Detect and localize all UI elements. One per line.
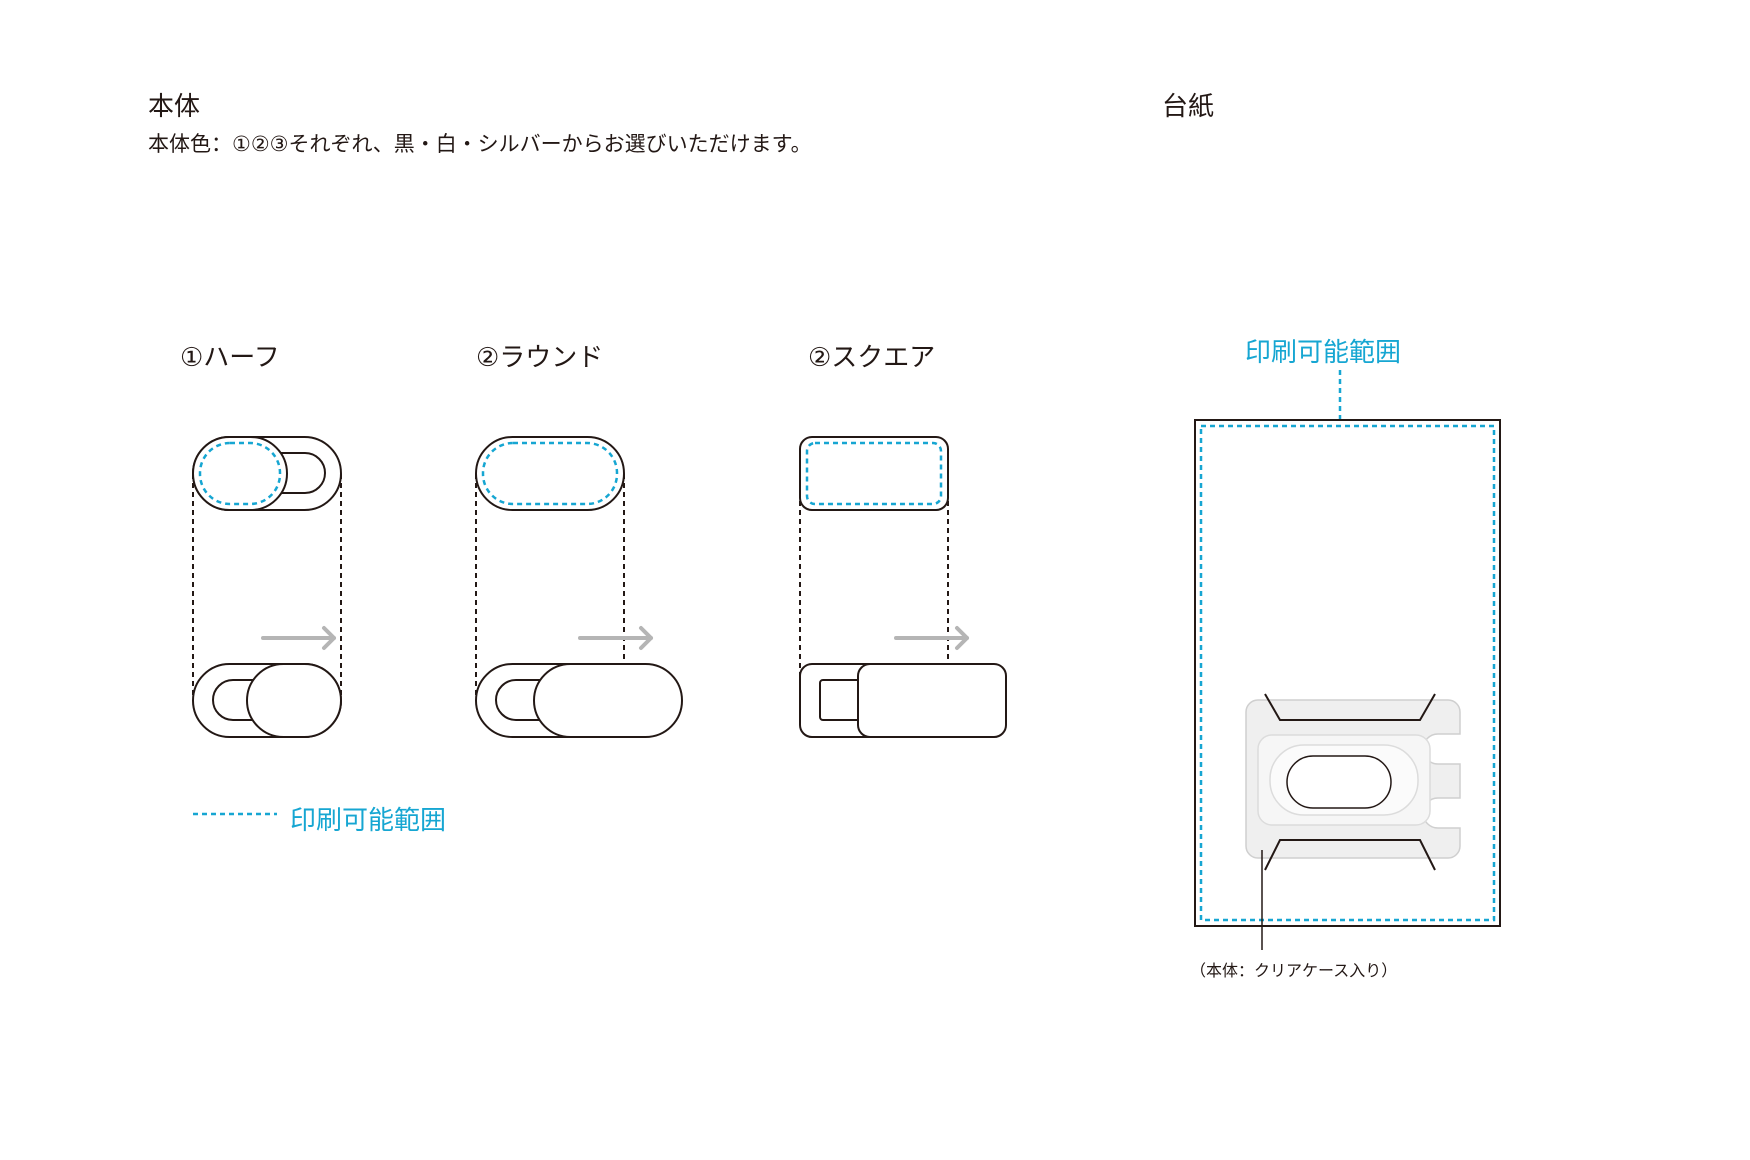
square-print-area-outline: [805, 441, 943, 506]
square-open-shutter: [799, 663, 1007, 738]
body-section-title: 本体: [148, 92, 201, 122]
half-closed-shutter: [192, 436, 342, 511]
round-closed-shutter: [475, 436, 625, 511]
legend-print-area-label: 印刷可能範囲: [290, 806, 447, 836]
card-section-title: 台紙: [1162, 92, 1215, 122]
card-print-area-label: 印刷可能範囲: [1245, 338, 1402, 368]
clear-case: [1245, 693, 1461, 871]
half-print-area-outline: [198, 441, 282, 506]
half-open-shutter: [192, 663, 342, 738]
body-color-note: 本体色：①②③それぞれ、黒・白・シルバーからお選びいただけます。: [148, 132, 812, 156]
variant-round-drawing: [475, 436, 683, 738]
variant-label-half: ①ハーフ: [180, 343, 280, 373]
card-case-note: （本体：クリアケース入り）: [1190, 961, 1398, 980]
variant-square-drawing: [799, 436, 1007, 738]
square-closed-shutter: [799, 436, 949, 511]
slide-arrows: [261, 626, 969, 650]
card-drawing: [1194, 370, 1501, 950]
round-slide-arrow-icon: [578, 626, 653, 650]
round-print-area-outline: [481, 441, 619, 506]
variant-label-square: ②スクエア: [808, 343, 936, 373]
square-slide-arrow-icon: [894, 626, 969, 650]
variant-half-drawing: [192, 436, 342, 738]
round-open-shutter: [475, 663, 683, 738]
half-slide-arrow-icon: [261, 626, 336, 650]
card-print-area-outline: [1199, 424, 1496, 922]
variant-label-round: ②ラウンド: [476, 343, 604, 373]
